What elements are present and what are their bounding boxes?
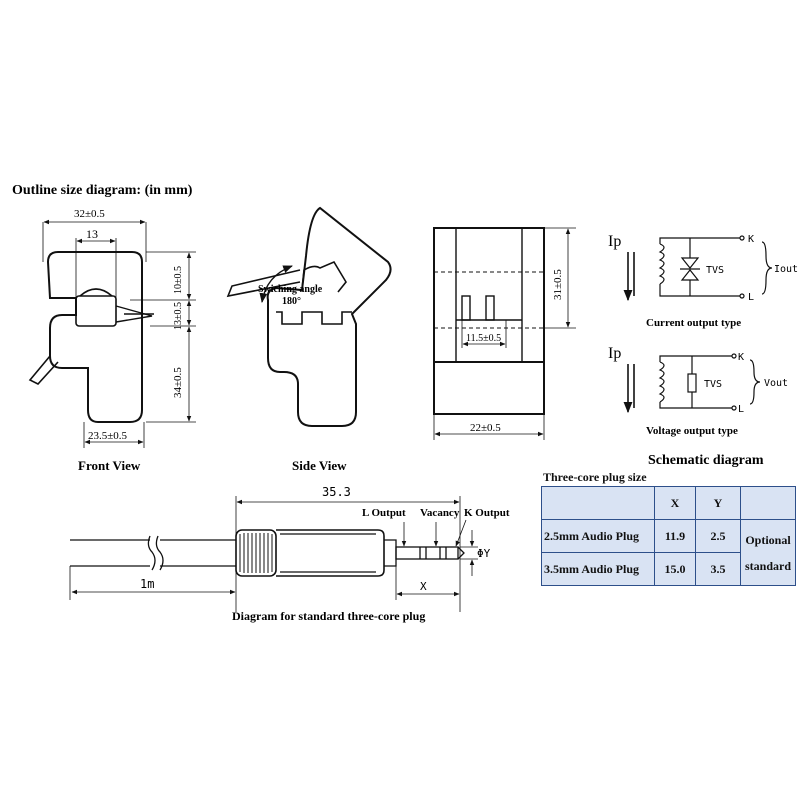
table-header-row: X Y [541, 486, 796, 520]
front-view [28, 251, 154, 423]
front-inner-label: 13 [86, 227, 98, 241]
current-k-label: K [748, 234, 754, 245]
table-cell-plug-name: 2.5mm Audio Plug [541, 519, 655, 553]
plug-caption: Diagram for standard three-core plug [232, 609, 425, 623]
diagram-title: Outline size diagram: (in mm) [12, 183, 193, 198]
schematic-caption: Schematic diagram [648, 453, 764, 468]
current-ip-label: Ip [608, 233, 621, 250]
plug-vacancy-label: Vacancy [420, 507, 460, 519]
table-row: 2.5mm Audio Plug 11.9 2.5 Optional stand… [541, 519, 796, 586]
current-output-schematic [623, 235, 773, 302]
table-header-cell [541, 486, 655, 520]
rear-height-label: 31±0.5 [552, 269, 564, 300]
switching-angle-arrow [259, 265, 293, 303]
plug-cable-label: 1m [140, 577, 154, 591]
rear-inner-label: 11.5±0.5 [466, 333, 501, 344]
front-view-caption: Front View [78, 458, 141, 473]
voltage-out-label: Vout [764, 378, 788, 389]
table-note-line: standard [744, 558, 791, 573]
table-cell-y: 3.5 [695, 552, 741, 586]
rear-base-label: 22±0.5 [470, 422, 501, 434]
front-base-dim-label: 23.5±0.5 [88, 430, 128, 442]
front-width-label: 32±0.5 [74, 208, 105, 220]
rear-view-dimensions [433, 227, 576, 440]
front-top-dim-label: 10±0.5 [173, 266, 184, 294]
front-mid-dim-label: 13±0.5 [173, 302, 184, 330]
front-view-dimensions [42, 219, 196, 448]
table-note-line: Optional [745, 532, 791, 547]
voltage-output-caption: Voltage output type [646, 425, 738, 437]
table-header-cell [740, 486, 796, 520]
plug-length-label: 35.3 [322, 485, 351, 499]
current-output-caption: Current output type [646, 317, 741, 329]
rear-view-hidden-lines [434, 271, 544, 329]
voltage-k-label: K [738, 352, 744, 363]
plug-l-output-label: L Output [362, 507, 406, 519]
current-tvs-label: TVS [706, 265, 724, 276]
table-header-cell: X [654, 486, 696, 520]
table-cell-plug-name: 3.5mm Audio Plug [541, 552, 655, 586]
voltage-l-label: L [738, 404, 744, 415]
plug-phi-y-label: ΦY [477, 547, 491, 560]
table-cell-note: Optional standard [740, 519, 796, 586]
front-bottom-dim-label: 34±0.5 [172, 367, 184, 398]
table-row: 3.5mm Audio Plug 15.0 3.5 [541, 552, 796, 586]
table-header-cell: Y [695, 486, 741, 520]
current-l-label: L [748, 292, 754, 303]
side-view [226, 206, 392, 427]
voltage-tvs-label: TVS [704, 379, 722, 390]
plug-table-title: Three-core plug size [543, 470, 647, 484]
voltage-output-schematic [623, 353, 761, 414]
voltage-ip-label: Ip [608, 345, 621, 362]
table-cell-x: 15.0 [654, 552, 696, 586]
plug-size-table: X Y 2.5mm Audio Plug 11.9 2.5 Optional s… [541, 486, 796, 586]
current-out-label: Iout [774, 264, 798, 275]
plug-dimensions [69, 496, 478, 612]
table-cell-x: 11.9 [654, 519, 696, 553]
switching-angle-label: Swiching angle [258, 284, 323, 295]
side-view-caption: Side View [292, 458, 347, 473]
plug-k-output-label: K Output [464, 507, 510, 519]
switching-angle-value: 180° [282, 296, 301, 307]
rear-view [433, 227, 545, 415]
plug-x-label: X [420, 580, 427, 593]
plug-drawing [70, 529, 465, 577]
table-cell-y: 2.5 [695, 519, 741, 553]
